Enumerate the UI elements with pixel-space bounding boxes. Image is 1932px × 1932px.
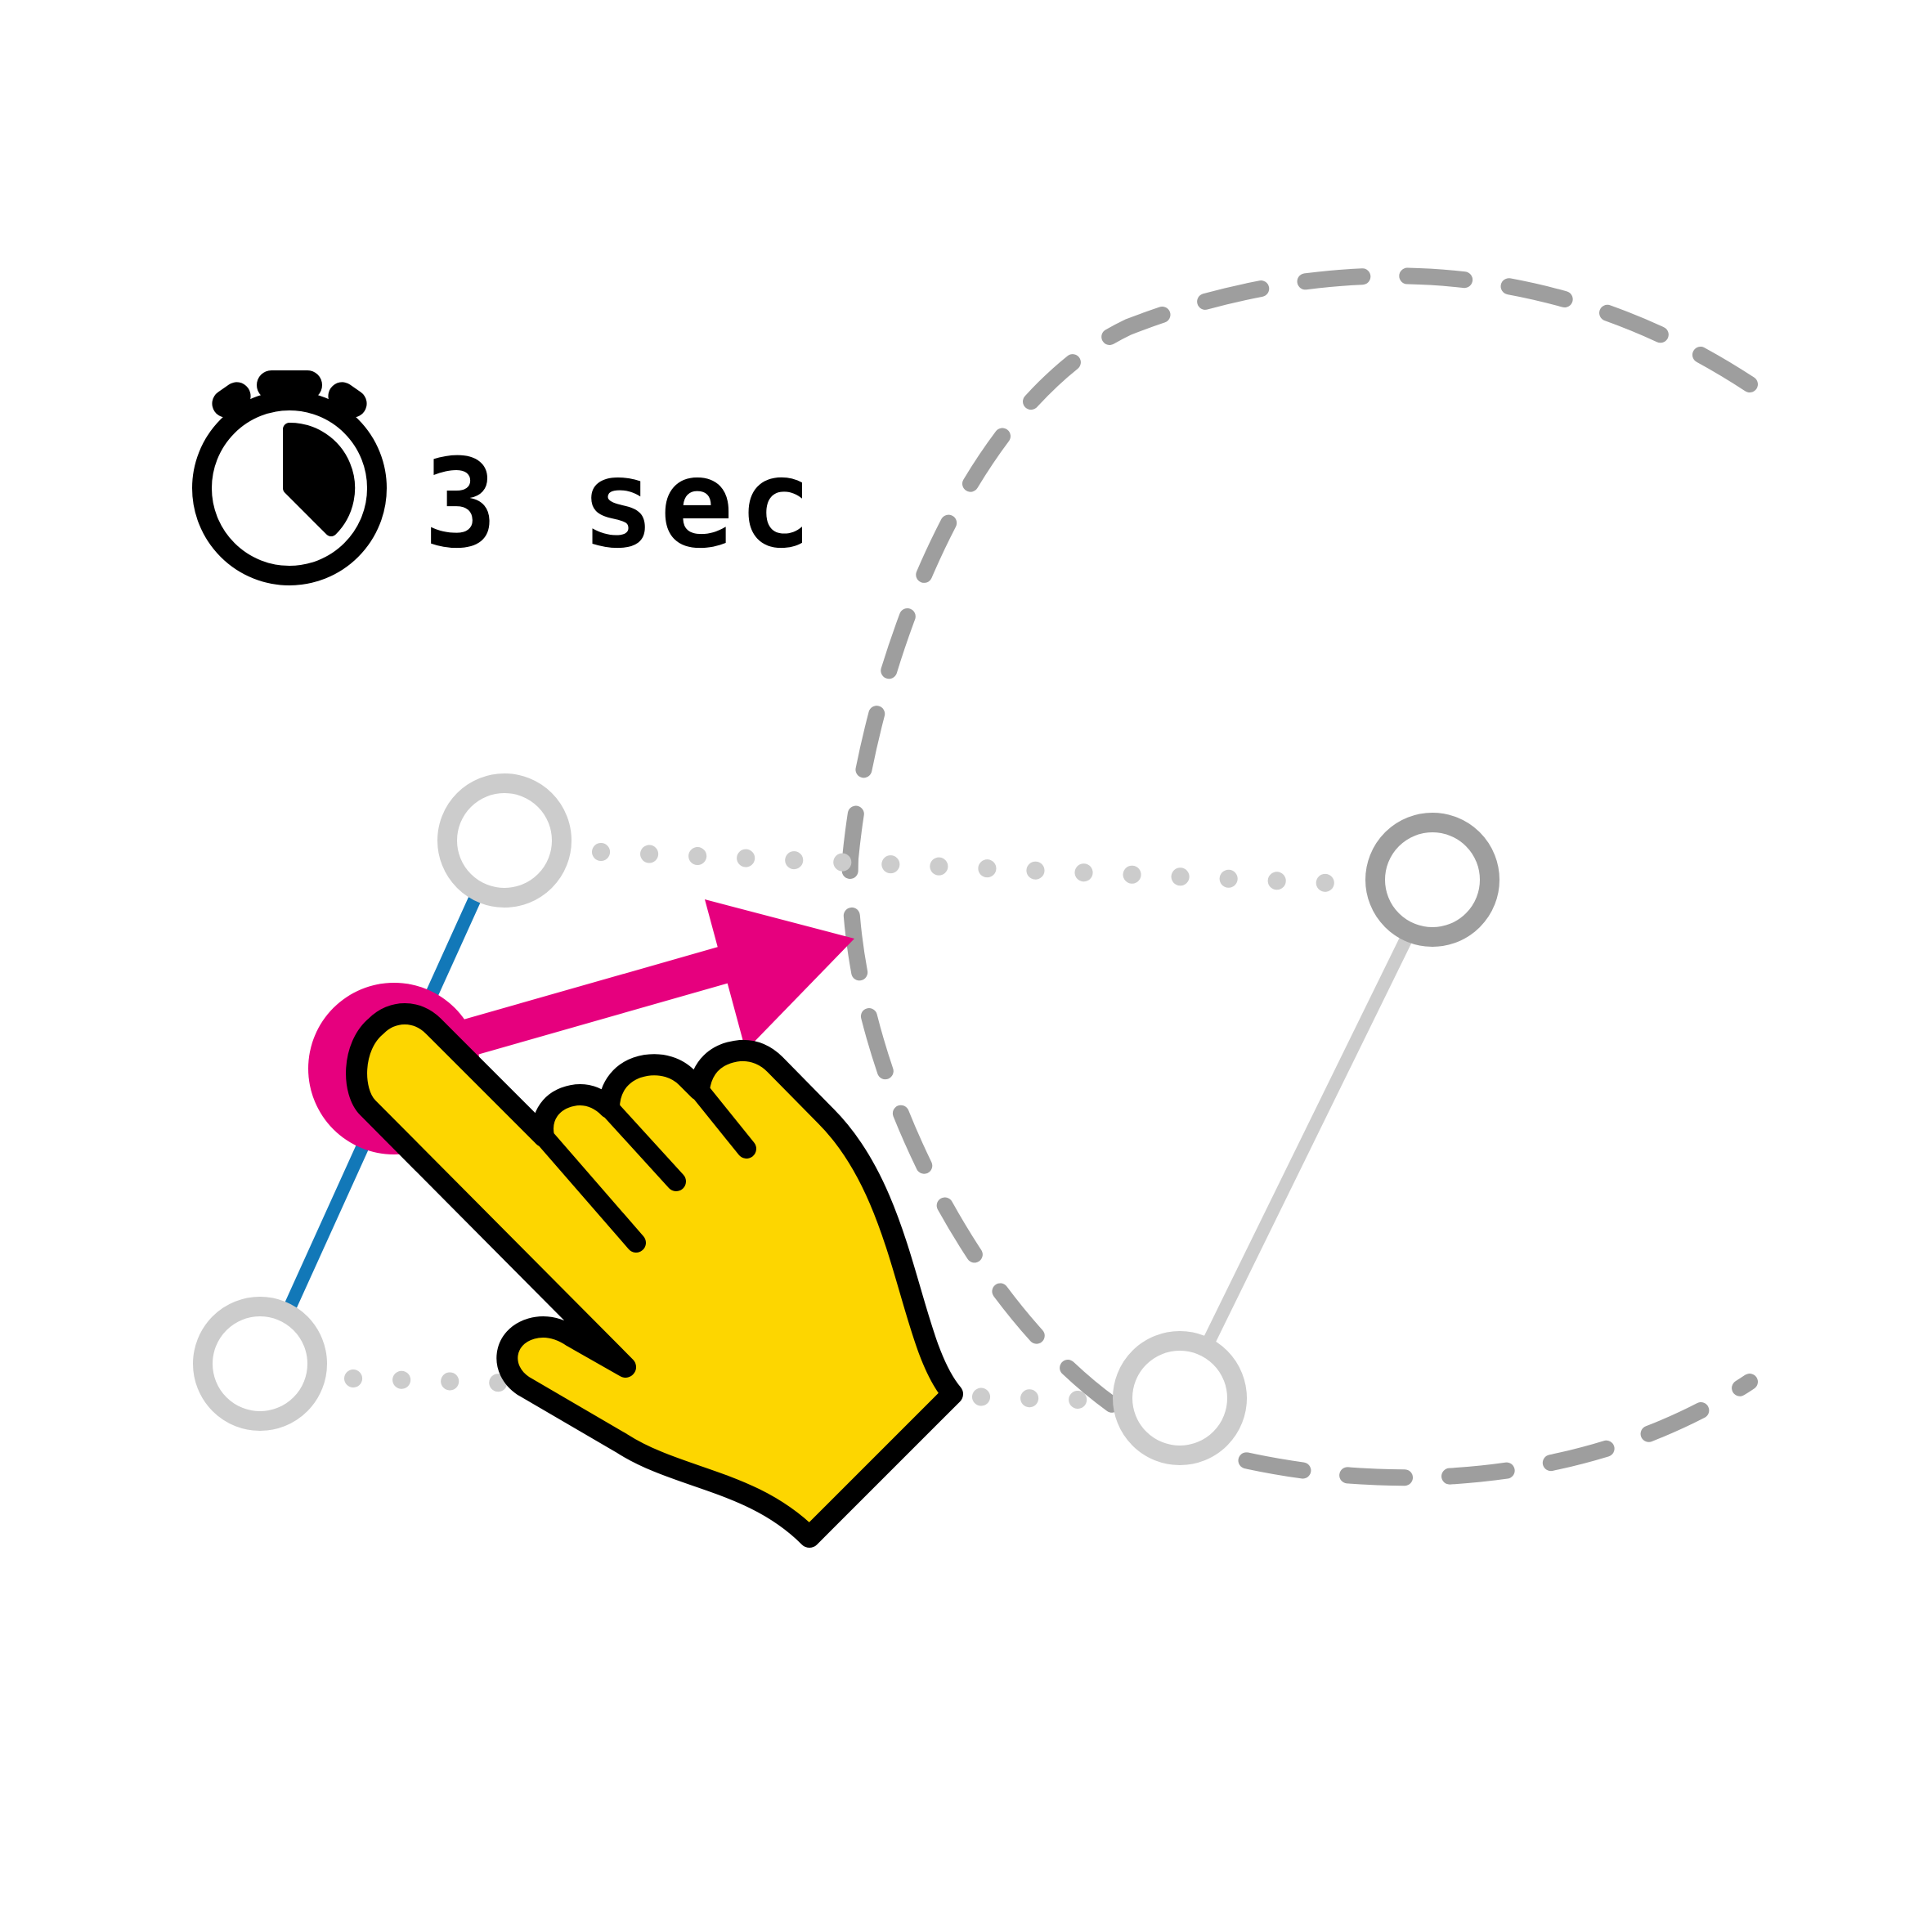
node-bottom-left[interactable] <box>193 1297 327 1431</box>
timer-label: 3 sec <box>424 433 818 576</box>
pointing-hand-icon <box>346 1003 963 1548</box>
node-top-right[interactable] <box>1365 813 1499 947</box>
dotted-edge-top <box>592 843 1338 892</box>
stopwatch-icon <box>192 370 387 585</box>
edge-right <box>1173 882 1439 1404</box>
node-bottom-right[interactable] <box>1113 1331 1247 1465</box>
drag-arrow <box>403 899 854 1074</box>
node-top-left[interactable] <box>437 773 572 908</box>
